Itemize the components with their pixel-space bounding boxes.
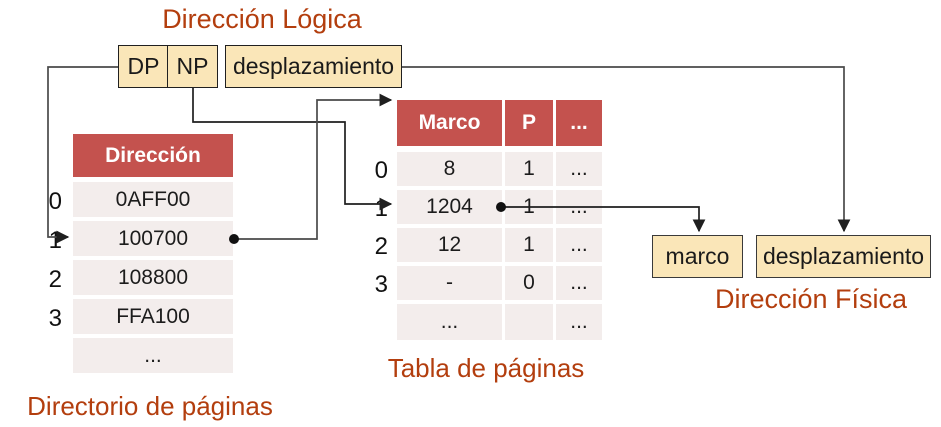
page-table-row-index-3: 3 — [374, 271, 388, 298]
page-table-cell-more-3: ... — [556, 266, 602, 300]
page-table-cell-marco-0: 8 — [397, 152, 502, 186]
directory-cell-3: FFA100 — [73, 299, 233, 334]
directory-header: Dirección — [73, 134, 233, 177]
page-table-cell-more-1: ... — [556, 190, 602, 224]
directory-row-index-1: 1 — [48, 227, 62, 254]
page-table-row-index-1: 1 — [374, 195, 388, 222]
page-table-cell-more-0: ... — [556, 152, 602, 186]
page-table-row-index-0: 0 — [374, 157, 388, 184]
logical-address-title: Dirección Lógica — [162, 4, 362, 34]
page-table-cell-marco-4: ... — [397, 304, 502, 340]
page-table-cell-p-3: 0 — [505, 266, 553, 300]
page-table-caption: Tabla de páginas — [387, 353, 585, 383]
page-table-cell-p-0: 1 — [505, 152, 553, 186]
page-table-cell-p-2: 1 — [505, 228, 553, 262]
physical-offset-box: desplazamiento — [756, 235, 931, 278]
page-table-header-more: ... — [556, 100, 602, 146]
directory-row-index-2: 2 — [48, 266, 62, 293]
page-table-cell-marco-3: - — [397, 266, 502, 300]
page-table-cell-p-4 — [505, 304, 553, 340]
offset-box: desplazamiento — [225, 45, 402, 88]
marco-box: marco — [652, 235, 743, 278]
page-table-header-marco: Marco — [397, 100, 502, 146]
page-table-row-index-2: 2 — [374, 233, 388, 260]
physical-address-title: Dirección Física — [714, 284, 908, 314]
dp-box: DP — [118, 45, 169, 88]
directory-cell-2: 108800 — [73, 260, 233, 295]
directory-cell-1: 100700 — [73, 221, 233, 256]
directory-caption: Directorio de páginas — [27, 391, 273, 421]
directory-cell-0: 0AFF00 — [73, 182, 233, 217]
np-box: NP — [167, 45, 218, 88]
page-table-cell-marco-1: 1204 — [397, 190, 502, 224]
page-table-cell-more-2: ... — [556, 228, 602, 262]
directory-cell-ellipsis: ... — [73, 338, 233, 373]
directory-row-index-0: 0 — [48, 188, 62, 215]
directory-row-index-3: 3 — [48, 305, 62, 332]
page-table-cell-marco-2: 12 — [397, 228, 502, 262]
page-table-header-p: P — [505, 100, 553, 146]
page-table-cell-p-1: 1 — [505, 190, 553, 224]
page-table-cell-more-4: ... — [556, 304, 602, 340]
